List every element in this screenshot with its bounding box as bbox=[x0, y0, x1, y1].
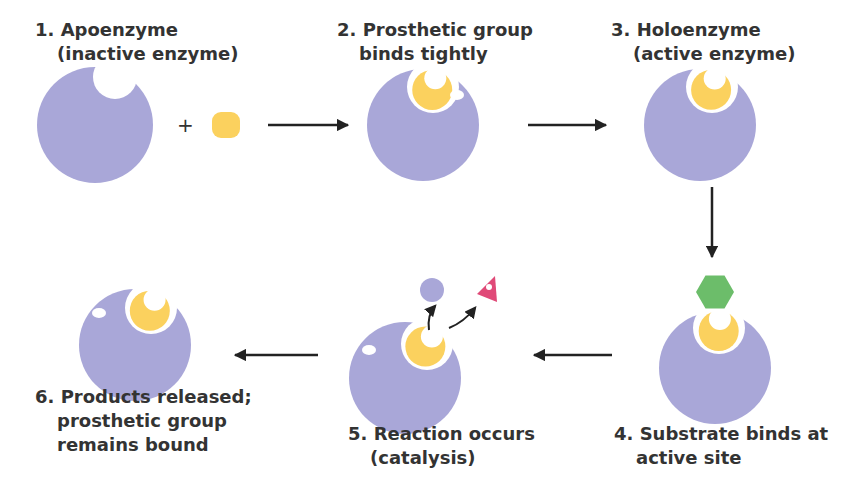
stage-node: 1. Apoenzyme (inactive enzyme) bbox=[37, 67, 257, 185]
stage-node: 2. Prosthetic group binds tightly bbox=[367, 69, 479, 181]
product bbox=[477, 276, 497, 302]
active-site bbox=[421, 325, 443, 347]
enzyme-illustration bbox=[367, 69, 479, 181]
enzyme-illustration bbox=[659, 272, 771, 424]
binding-pocket bbox=[686, 61, 738, 113]
product bbox=[420, 278, 444, 302]
stage-node: 5. Reaction occurs (catalysis) bbox=[349, 270, 509, 434]
binding-pocket bbox=[125, 282, 177, 334]
flow-arrow bbox=[528, 124, 606, 127]
active-site bbox=[704, 67, 726, 89]
highlight bbox=[486, 284, 492, 290]
stage-label: 6. Products released; prosthetic group r… bbox=[35, 385, 280, 457]
enzyme-illustration bbox=[37, 67, 257, 185]
stage-label: 2. Prosthetic group binds tightly bbox=[337, 18, 572, 66]
binding-pocket bbox=[407, 61, 459, 113]
substrate bbox=[696, 276, 734, 309]
release-arrow bbox=[429, 306, 435, 330]
release-arrow bbox=[449, 308, 475, 328]
stage-node: 6. Products released; prosthetic group r… bbox=[79, 289, 191, 401]
enzyme-illustration bbox=[349, 270, 509, 434]
flow-arrow bbox=[534, 354, 612, 357]
stage-label: 4. Substrate binds at active site bbox=[614, 422, 839, 470]
stage-label: 5. Reaction occurs (catalysis) bbox=[348, 422, 573, 470]
binding-pocket bbox=[401, 318, 453, 370]
binding-pocket bbox=[693, 302, 745, 354]
flow-arrow bbox=[711, 187, 714, 257]
enzyme-body bbox=[367, 69, 479, 181]
stage-label: 3. Holoenzyme (active enzyme) bbox=[611, 18, 826, 66]
stage-node: 4. Substrate binds at active site bbox=[659, 272, 771, 424]
highlight bbox=[92, 308, 106, 318]
highlight bbox=[362, 345, 376, 355]
flow-arrow bbox=[235, 354, 318, 357]
active-site bbox=[144, 289, 166, 311]
highlight bbox=[450, 90, 464, 100]
active-site bbox=[709, 308, 731, 330]
prosthetic-group bbox=[212, 112, 240, 138]
stage-node: 3. Holoenzyme (active enzyme) bbox=[644, 69, 756, 181]
plus-sign: + bbox=[177, 113, 194, 137]
enzyme-illustration bbox=[644, 69, 756, 181]
stage-label: 1. Apoenzyme (inactive enzyme) bbox=[35, 18, 260, 66]
enzyme-illustration bbox=[79, 289, 191, 401]
flow-arrow bbox=[268, 124, 348, 127]
enzyme-body bbox=[644, 69, 756, 181]
active-site bbox=[424, 67, 446, 89]
